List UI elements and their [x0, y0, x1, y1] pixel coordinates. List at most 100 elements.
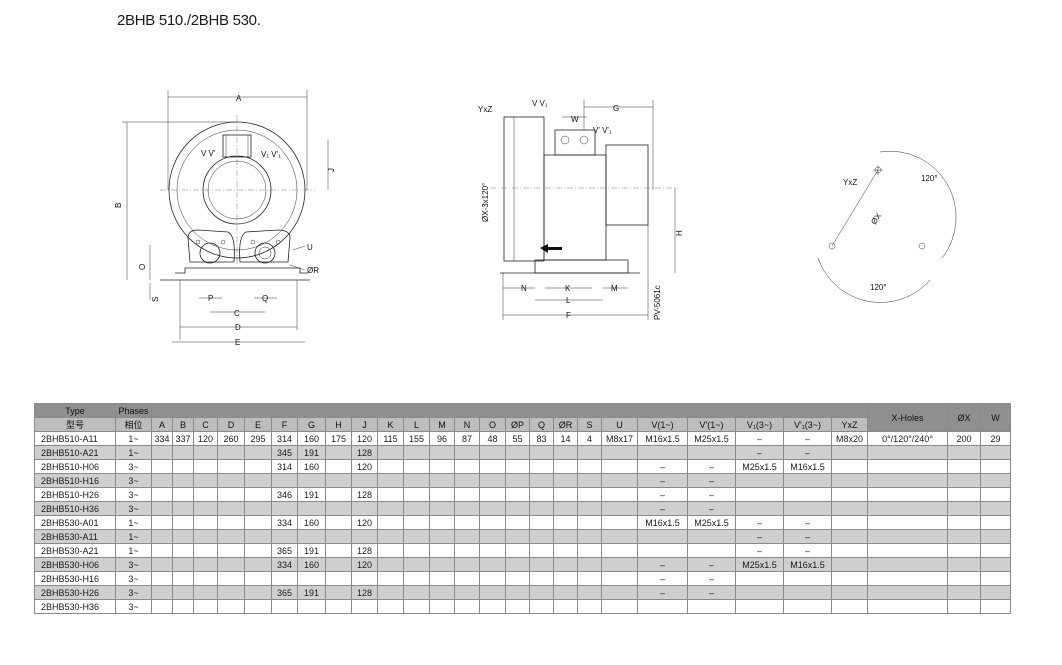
table-cell: 260: [217, 431, 245, 446]
table-cell: [377, 599, 404, 614]
table-cell: –: [735, 529, 784, 544]
table-cell: 0°/120°/240°: [867, 431, 948, 446]
table-cell: [479, 501, 506, 516]
header-phases: Phases: [115, 403, 152, 418]
table-cell: [377, 445, 404, 460]
table-cell: 1~: [115, 431, 152, 446]
table-cell: [505, 599, 530, 614]
table-cell: [980, 473, 1011, 488]
table-cell: [505, 543, 530, 558]
table-cell: 3~: [115, 473, 152, 488]
table-cell: [172, 459, 194, 474]
table-cell: [151, 529, 173, 544]
header-cell: L: [403, 417, 430, 432]
table-cell: [217, 557, 245, 572]
table-cell: 160: [297, 557, 326, 572]
table-cell: [244, 585, 272, 600]
table-cell: [529, 515, 554, 530]
model-cell: 2BHB510-H36: [34, 501, 116, 516]
table-cell: [193, 585, 218, 600]
table-cell: [244, 557, 272, 572]
table-cell: 365: [271, 585, 298, 600]
table-cell: [831, 529, 868, 544]
table-cell: [172, 501, 194, 516]
table-cell: [553, 473, 578, 488]
table-cell: 120: [351, 459, 378, 474]
table-cell: [601, 473, 638, 488]
table-cell: [867, 501, 948, 516]
table-cell: [947, 529, 981, 544]
table-cell: [244, 543, 272, 558]
table-cell: [529, 599, 554, 614]
table-cell: [601, 487, 638, 502]
side-label-f: F: [566, 311, 571, 320]
table-cell: [217, 445, 245, 460]
table-cell: [403, 487, 430, 502]
table-cell: [217, 487, 245, 502]
table-cell: [429, 529, 455, 544]
table-cell: [325, 501, 352, 516]
table-cell: 160: [297, 515, 326, 530]
table-cell: [454, 571, 480, 586]
table-cell: 3~: [115, 585, 152, 600]
table-cell: [429, 585, 455, 600]
table-cell: 120: [193, 431, 218, 446]
hole-label-yxz: YxZ: [843, 178, 857, 187]
table-cell: [193, 571, 218, 586]
table-cell: [377, 543, 404, 558]
table-cell: [479, 557, 506, 572]
table-cell: [505, 473, 530, 488]
table-cell: [193, 445, 218, 460]
side-label-yxz: YxZ: [478, 105, 492, 114]
header-cell: ØP: [505, 417, 530, 432]
table-cell: [553, 599, 578, 614]
table-cell: [403, 473, 430, 488]
header-cell: YxZ: [831, 417, 868, 432]
table-cell: [377, 459, 404, 474]
table-cell: [783, 501, 832, 516]
table-cell: [980, 571, 1011, 586]
table-cell: M25x1.5: [735, 557, 784, 572]
table-cell: [479, 473, 506, 488]
table-cell: [601, 515, 638, 530]
table-cell: [947, 557, 981, 572]
header-cell: K: [377, 417, 404, 432]
header-cell: J: [351, 417, 378, 432]
table-cell: [244, 473, 272, 488]
table-cell: [351, 501, 378, 516]
table-cell: [172, 585, 194, 600]
side-label-vv: V V₁: [532, 99, 548, 108]
table-cell: [377, 487, 404, 502]
table-cell: [601, 501, 638, 516]
model-cell: 2BHB530-H06: [34, 557, 116, 572]
table-cell: [867, 599, 948, 614]
table-cell: [377, 529, 404, 544]
table-cell: [831, 557, 868, 572]
table-cell: [325, 543, 352, 558]
table-cell: [479, 487, 506, 502]
table-cell: [351, 599, 378, 614]
table-cell: [577, 445, 602, 460]
table-cell: [947, 515, 981, 530]
table-cell: [867, 585, 948, 600]
table-cell: [151, 557, 173, 572]
table-cell: [217, 529, 245, 544]
dim-label-d: D: [235, 323, 241, 332]
table-cell: 128: [351, 543, 378, 558]
table-cell: [529, 487, 554, 502]
table-cell: [429, 571, 455, 586]
table-cell: [271, 571, 298, 586]
table-cell: [325, 445, 352, 460]
table-cell: [217, 459, 245, 474]
table-cell: [325, 599, 352, 614]
header-cell: E: [244, 417, 272, 432]
table-cell: 191: [297, 585, 326, 600]
table-cell: [783, 487, 832, 502]
table-cell: [577, 571, 602, 586]
table-cell: [403, 599, 430, 614]
table-cell: [193, 459, 218, 474]
table-cell: 314: [271, 431, 298, 446]
table-cell: [193, 473, 218, 488]
